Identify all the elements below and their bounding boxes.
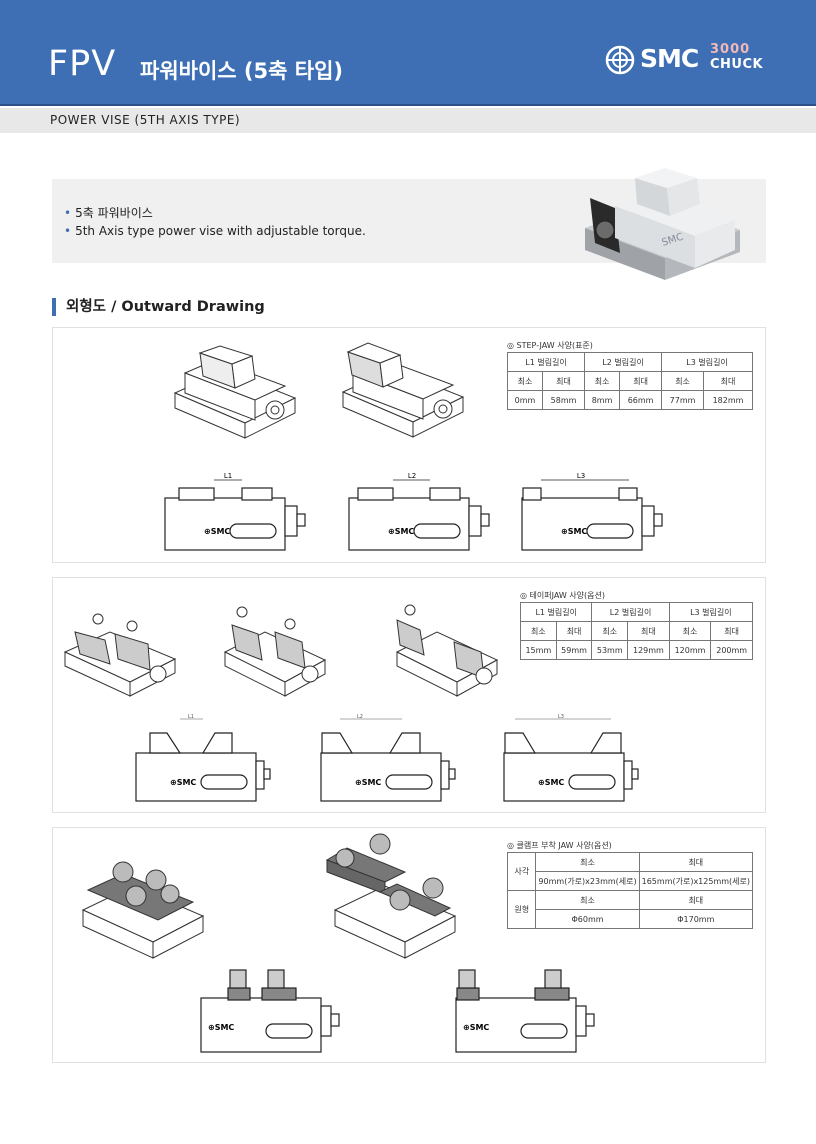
table-row-label: 사각 <box>506 852 537 891</box>
vise-drawing <box>173 345 297 439</box>
table-cell: 120mm <box>668 640 712 660</box>
table-cell: 53mm <box>591 640 629 660</box>
table-header: L2 벌림길이 <box>591 602 670 622</box>
table-header: L3 벌림길이 <box>661 352 753 372</box>
table-header: L1 벌림길이 <box>506 352 586 372</box>
svg-text:⊕SMC: ⊕SMC <box>463 1023 489 1032</box>
svg-text:⊕SMC: ⊕SMC <box>388 527 414 536</box>
vise-drawing <box>63 613 177 697</box>
table-caption: ◎ 클램프 부착 JAW 사양(옵션) <box>507 841 612 850</box>
table-row-label: 원형 <box>506 890 537 929</box>
table-cell: 59mm <box>555 640 593 660</box>
logo-brand: SMC <box>640 44 699 73</box>
vise-drawing <box>325 833 457 959</box>
vise-side-drawing: ⊕SMC <box>455 969 595 1053</box>
vise-side-drawing: L3 ⊕SMC <box>503 714 639 802</box>
vise-side-drawing: L1 ⊕SMC <box>135 714 271 802</box>
table-header: L3 벌림길이 <box>668 602 754 622</box>
table-cell: 77mm <box>661 390 705 410</box>
table-cell: 200mm <box>710 640 753 660</box>
table-cell: 90mm(가로)x23mm(세로) <box>535 871 640 891</box>
vise-side-drawing: L3 ⊕SMC <box>521 472 663 551</box>
page-title: 파워바이스 (5축 타입) <box>140 59 343 83</box>
dimension-label: L2 <box>408 472 416 480</box>
vise-side-drawing: ⊕SMC <box>200 969 340 1053</box>
table-subheader: 최소 <box>520 621 557 641</box>
vise-drawing <box>81 861 205 959</box>
feature-text: 5th Axis type power vise with adjustable… <box>75 224 366 238</box>
table-subheader: 최대 <box>555 621 593 641</box>
table-subheader: 최대 <box>703 371 753 391</box>
table-cell: Φ170mm <box>638 909 754 929</box>
svg-text:⊕SMC: ⊕SMC <box>355 778 381 787</box>
taper-jaw-spec-table: L1 벌림길이 L2 벌림길이 L3 벌림길이 최소 최대 최소 최대 최소 최… <box>519 602 754 660</box>
logo-number: 3000 <box>710 42 751 57</box>
table-subheader: 최소 <box>584 371 621 391</box>
table-subheader: 최대 <box>627 621 670 641</box>
smc-logo-icon <box>605 45 635 75</box>
table-header: L2 벌림길이 <box>584 352 663 372</box>
page-subtitle: POWER VISE (5TH AXIS TYPE) <box>50 113 241 127</box>
dimension-label: L3 <box>577 472 585 480</box>
subtitle-bar <box>0 108 816 133</box>
dimension-label: L1 <box>188 714 194 720</box>
feature-item: •5th Axis type power vise with adjustabl… <box>64 224 366 238</box>
section-title: 외형도 / Outward Drawing <box>52 298 265 316</box>
table-subheader: 최소 <box>535 890 640 910</box>
svg-text:⊕SMC: ⊕SMC <box>208 1023 234 1032</box>
svg-text:⊕SMC: ⊕SMC <box>538 778 564 787</box>
dimension-label: L3 <box>558 714 564 720</box>
vise-side-drawing: L2 ⊕SMC <box>348 472 490 551</box>
table-subheader: 최대 <box>638 890 754 910</box>
table-cell: 15mm <box>520 640 557 660</box>
svg-text:⊕SMC: ⊕SMC <box>204 527 230 536</box>
table-cell: Φ60mm <box>535 909 640 929</box>
clamp-jaw-spec-table: 사각 최소 최대 90mm(가로)x23mm(세로) 165mm(가로)x125… <box>506 852 754 929</box>
table-cell: 58mm <box>542 390 586 410</box>
table-caption: ◎ 테이퍼JAW 사양(옵션) <box>520 591 605 600</box>
table-subheader: 최대 <box>638 852 754 872</box>
table-subheader: 최소 <box>661 371 705 391</box>
svg-text:⊕SMC: ⊕SMC <box>170 778 196 787</box>
vise-side-drawing: L2 ⊕SMC <box>320 714 456 802</box>
page-header <box>0 0 816 106</box>
feature-text: 5축 파워바이스 <box>75 206 153 220</box>
table-subheader: 최대 <box>542 371 586 391</box>
table-cell: 129mm <box>627 640 670 660</box>
step-jaw-spec-table: L1 벌림길이 L2 벌림길이 L3 벌림길이 최소 최대 최소 최대 최소 최… <box>506 352 753 410</box>
feature-item: •5축 파워바이스 <box>64 206 153 220</box>
smc-logo: SMC 3000 CHUCK <box>605 42 775 76</box>
vise-drawing <box>341 342 465 438</box>
vise-drawing <box>223 606 327 697</box>
table-subheader: 최소 <box>535 852 640 872</box>
table-header: L1 벌림길이 <box>519 602 593 622</box>
svg-text:⊕SMC: ⊕SMC <box>561 527 587 536</box>
logo-word: CHUCK <box>710 57 764 72</box>
dimension-label: L2 <box>357 714 363 720</box>
table-cell: 66mm <box>619 390 663 410</box>
table-subheader: 최소 <box>506 371 544 391</box>
table-caption: ◎ STEP-JAW 사양(표준) <box>507 341 593 350</box>
product-photo: SMC <box>585 168 740 280</box>
table-subheader: 최대 <box>619 371 663 391</box>
dimension-label: L1 <box>224 472 232 480</box>
table-subheader: 최소 <box>668 621 712 641</box>
table-cell: 8mm <box>584 390 621 410</box>
table-cell: 0mm <box>506 390 544 410</box>
vise-side-drawing: L1 ⊕SMC <box>164 472 306 551</box>
table-cell: 182mm <box>703 390 753 410</box>
table-subheader: 최소 <box>591 621 629 641</box>
vise-drawing <box>395 604 499 697</box>
table-subheader: 최대 <box>710 621 753 641</box>
product-code: FPV <box>48 44 117 84</box>
table-cell: 165mm(가로)x125mm(세로) <box>638 871 754 891</box>
